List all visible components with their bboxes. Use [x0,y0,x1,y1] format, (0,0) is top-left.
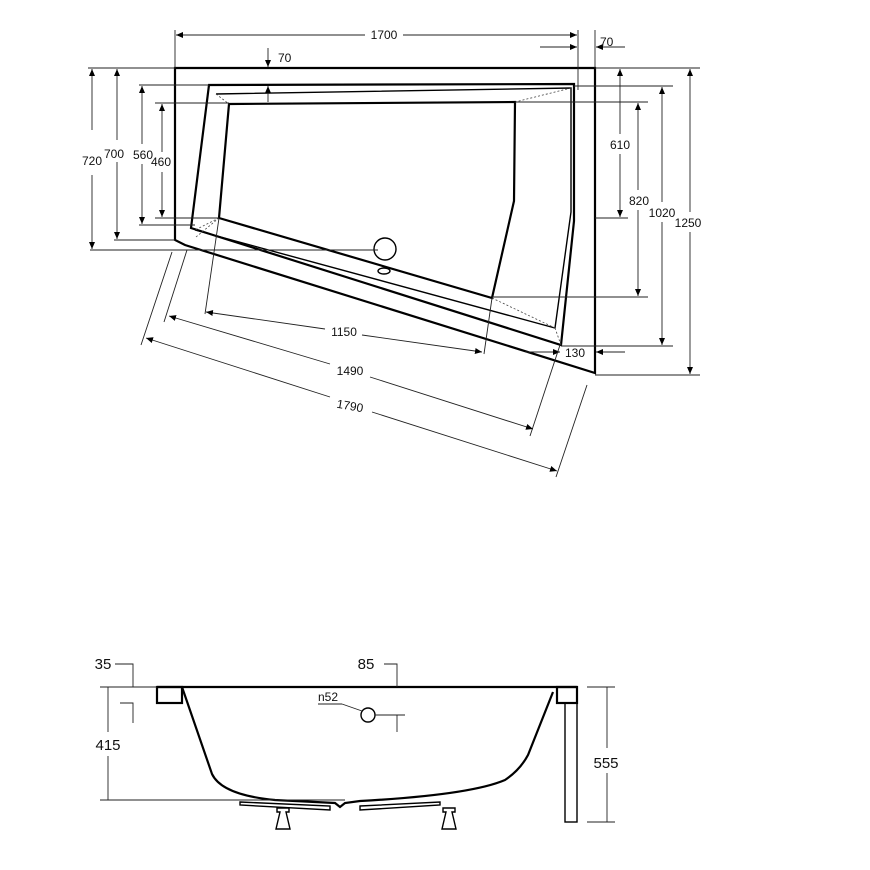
dim-right-610: 610 [610,138,630,152]
foot-left-icon [275,807,291,830]
chamfer-lines [194,87,572,346]
dim-right-offset: 70 [600,35,614,49]
dim-rim-length: 1490 [337,364,364,378]
dim-overflow-height: 85 [358,656,375,673]
rim-inner-outline [194,87,572,329]
dim-right-820: 820 [629,194,649,208]
dim-right-1250: 1250 [675,216,702,230]
dim-overall-width: 1700 [371,28,398,42]
dim-right-1020: 1020 [649,206,676,220]
dim-left-720: 720 [82,154,102,168]
left-rim-block [155,685,184,705]
outer-outline [173,66,597,375]
dim-rim-thickness: 35 [95,656,112,673]
plan-view: 1700 70 70 720 700 560 460 [82,28,702,478]
dim-outer-length: 1790 [336,397,365,415]
support-frame [239,801,441,811]
dim-inner-length: 1150 [331,325,357,339]
dim-left-700: 700 [104,147,124,161]
side-view: n52 85 35 415 555 [95,656,619,830]
dim-top-rim: 70 [278,51,292,65]
drain-icon [373,237,397,261]
dim-left-560: 560 [133,148,153,162]
dim-drain-diameter: n52 [318,690,338,704]
dim-bottom-offset: 130 [565,346,585,360]
rim-outline [189,82,576,347]
overflow-icon [377,267,391,275]
dim-left-460: 460 [151,155,171,169]
foot-right-icon [441,807,457,830]
dim-total-height: 555 [593,755,618,772]
basin-profile [180,686,555,809]
apron-leg [564,702,578,823]
dim-depth: 415 [95,737,120,754]
right-rim-block [555,685,579,705]
basin-outline [217,100,517,300]
overflow-hole-icon [360,707,376,723]
